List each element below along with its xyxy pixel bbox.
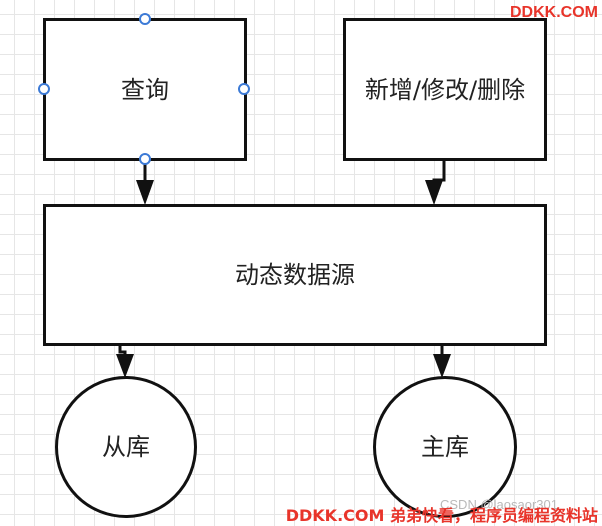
resize-handle-right[interactable] (238, 83, 250, 95)
slave-db-node[interactable]: 从库 (55, 376, 197, 518)
datasource-node[interactable]: 动态数据源 (43, 204, 547, 346)
watermark-csdn: CSDN @laosaor301 (440, 497, 558, 512)
write-node[interactable]: 新增/修改/删除 (343, 18, 547, 161)
resize-handle-left[interactable] (38, 83, 50, 95)
master-db-node[interactable]: 主库 (373, 376, 517, 518)
query-label: 查询 (121, 75, 169, 104)
arrowhead-slave (116, 354, 134, 378)
slave-db-label: 从库 (102, 433, 150, 461)
arrowhead-master (433, 354, 451, 378)
arrowhead-query (136, 180, 154, 205)
master-db-label: 主库 (421, 433, 469, 461)
datasource-label: 动态数据源 (235, 261, 355, 289)
watermark-bottom: DDKK.COM 弟弟快看，程序员编程资料站 (285, 506, 598, 525)
resize-handle-top[interactable] (139, 13, 151, 25)
edge-write-to-datasource (432, 160, 446, 183)
resize-handle-bottom[interactable] (139, 153, 151, 165)
query-node[interactable]: 查询 (43, 18, 247, 161)
watermark-top: DDKK.COM (510, 4, 598, 21)
write-label: 新增/修改/删除 (364, 75, 526, 104)
arrowhead-write (425, 180, 443, 205)
